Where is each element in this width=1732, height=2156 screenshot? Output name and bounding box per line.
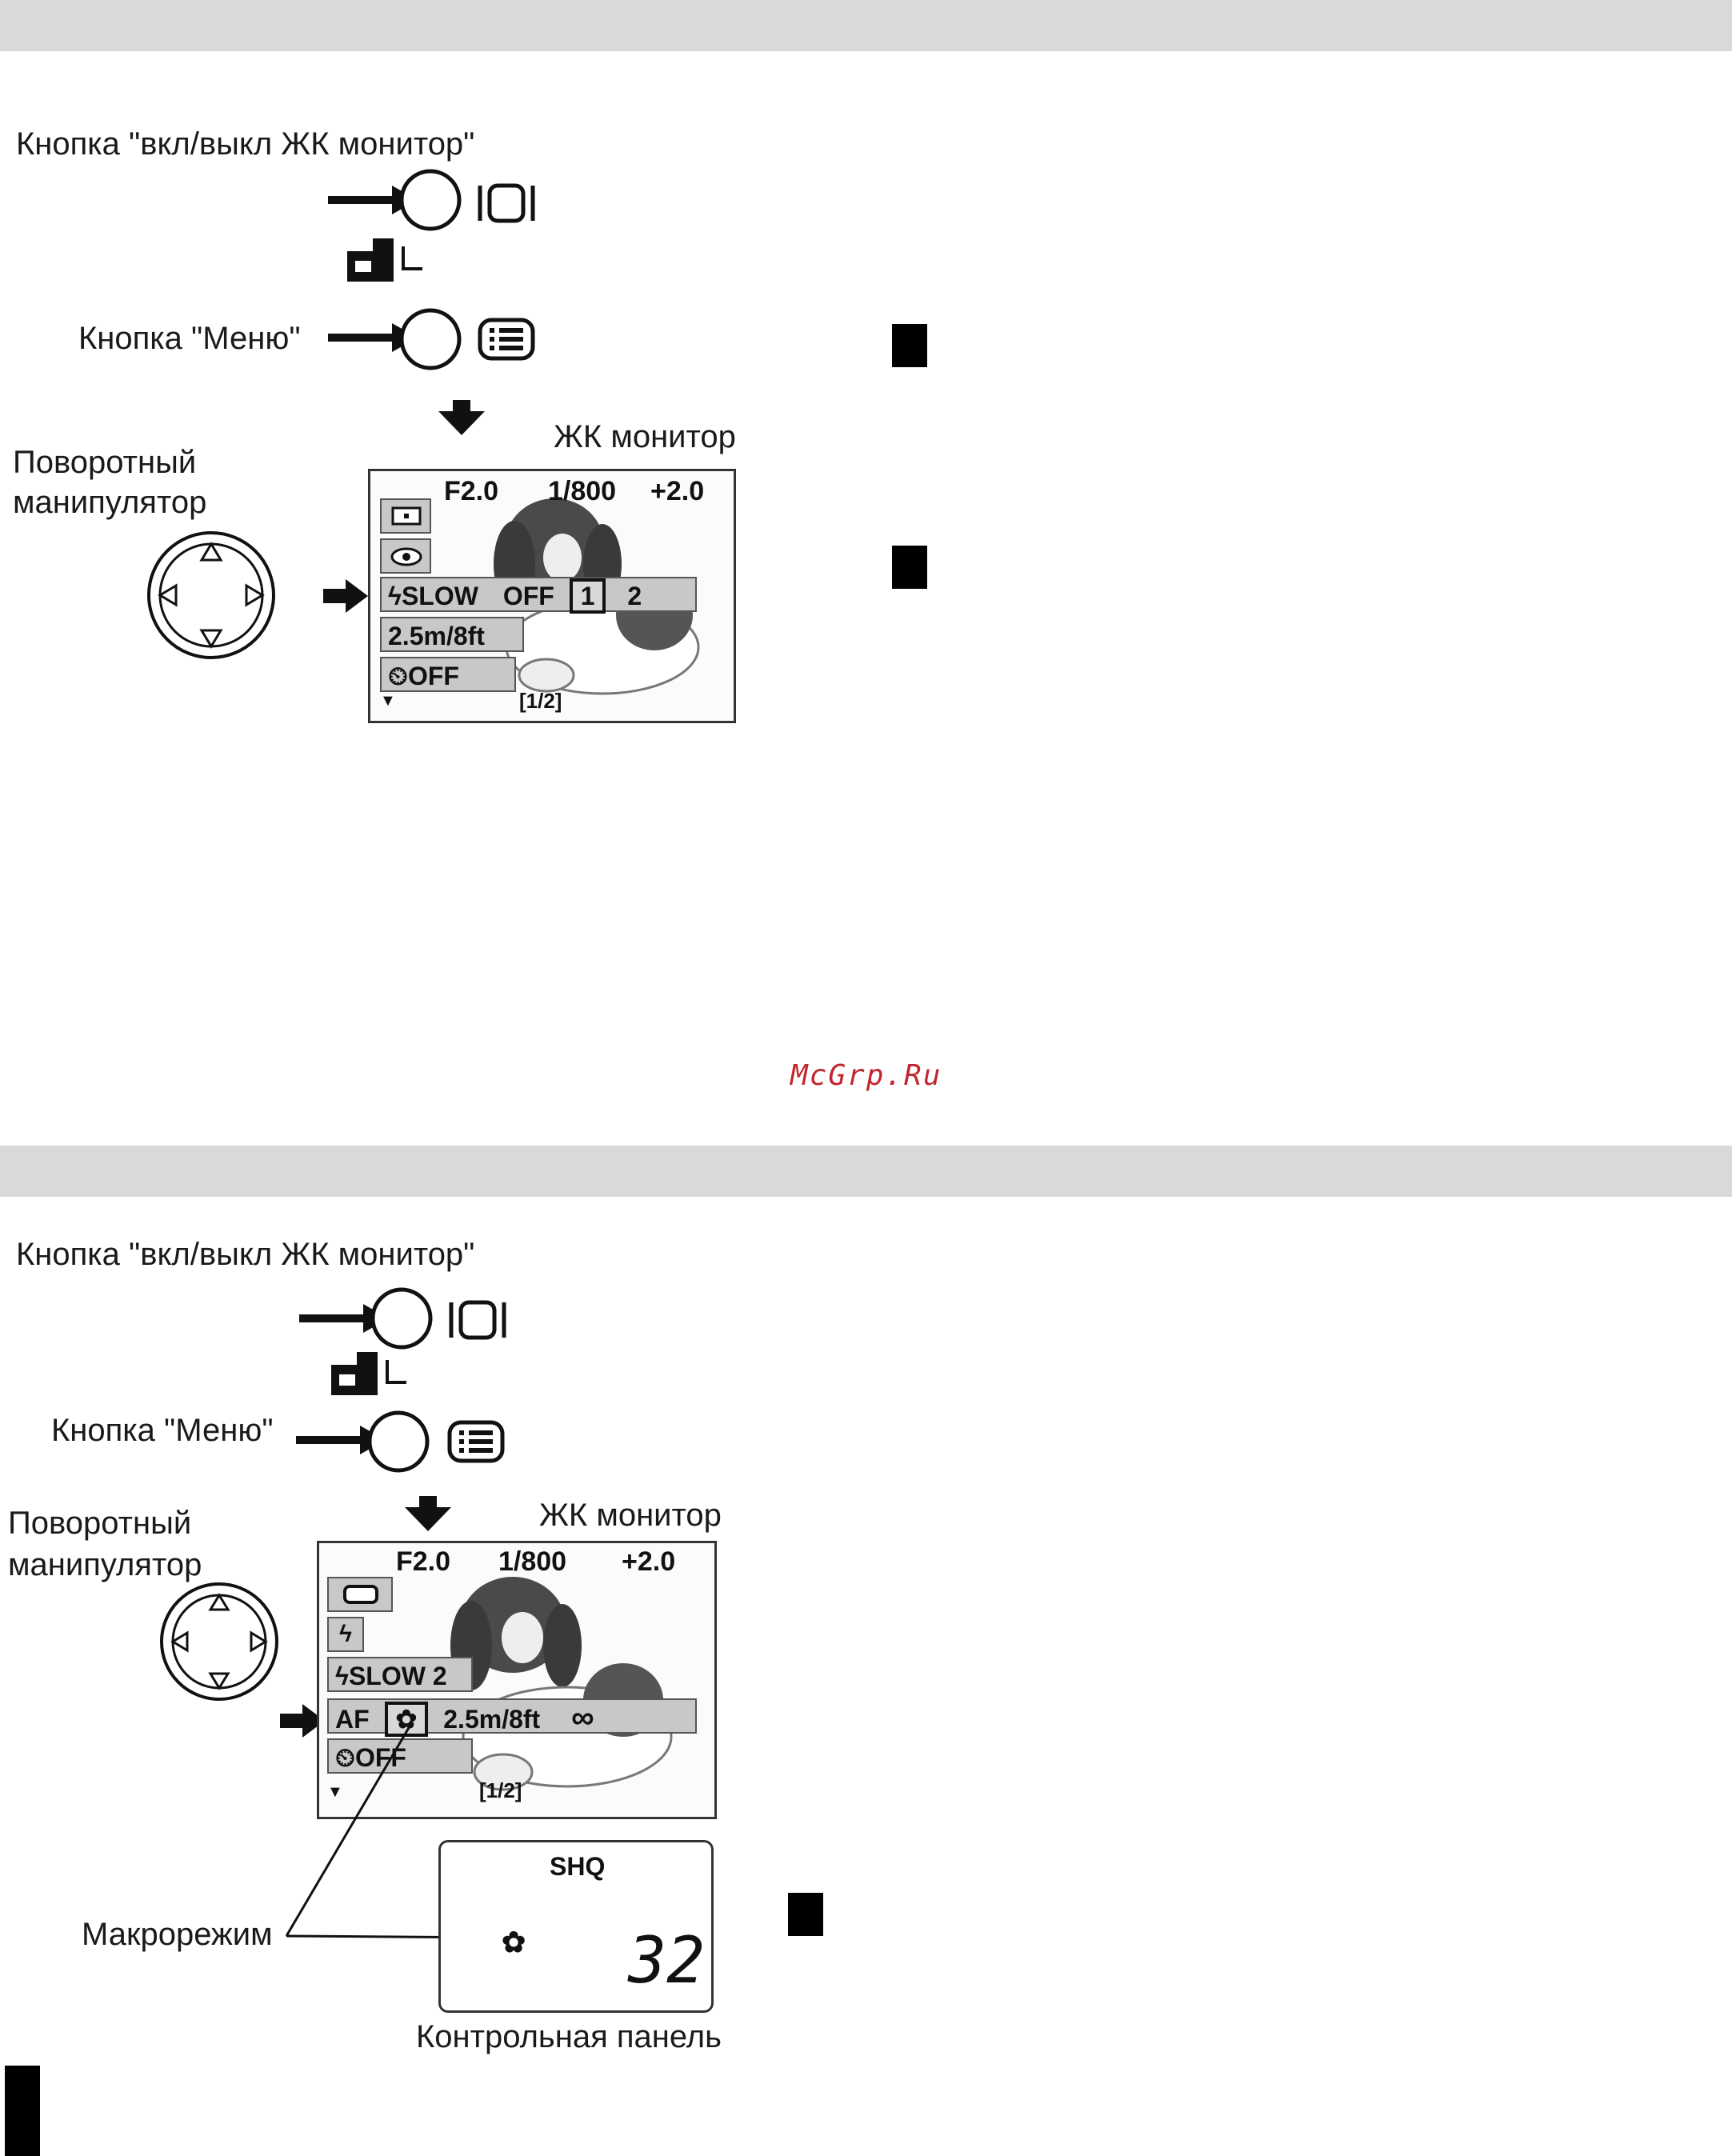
arrow-right-icon bbox=[323, 579, 368, 613]
monitor-label: ЖК монитор bbox=[539, 1498, 722, 1533]
aperture-value: F2.0 bbox=[396, 1546, 451, 1577]
scroll-down-icon: ▼ bbox=[327, 1783, 343, 1801]
bullet-marker-large bbox=[5, 2066, 40, 2156]
arrow-down-icon bbox=[405, 1496, 451, 1531]
focus-row[interactable]: AF ✿ 2.5m/8ft ∞ bbox=[327, 1698, 697, 1737]
dial-label-line1: Поворотный bbox=[13, 445, 197, 480]
lcd-toggle-button[interactable] bbox=[399, 168, 464, 232]
header-band-middle bbox=[0, 1146, 1732, 1197]
menu-button-label: Кнопка "Меню" bbox=[51, 1413, 274, 1448]
header-band-top bbox=[0, 0, 1732, 51]
menu-button-label: Кнопка "Меню" bbox=[78, 321, 301, 356]
selftimer-value: OFF bbox=[407, 662, 459, 690]
bullet-marker bbox=[892, 324, 927, 367]
eye-icon[interactable] bbox=[380, 538, 431, 574]
dial-label-line2: манипулятор bbox=[8, 1547, 202, 1582]
arrow-right-icon bbox=[280, 1704, 325, 1738]
monitor-label: ЖК монитор bbox=[554, 419, 736, 454]
monitor-icon bbox=[478, 183, 535, 223]
af-option[interactable]: AF bbox=[335, 1705, 370, 1734]
shutter-value: 1/800 bbox=[498, 1546, 567, 1577]
exposure-value: +2.0 bbox=[622, 1546, 676, 1577]
flash-option-1-selected[interactable]: 1 bbox=[569, 578, 606, 614]
control-panel-label: Контрольная панель bbox=[416, 2019, 722, 2054]
quality-value: SHQ bbox=[550, 1852, 606, 1881]
shots-remaining: 32 bbox=[628, 1923, 706, 1998]
infinity-option[interactable]: ∞ bbox=[571, 1700, 594, 1735]
selftimer-icon: ⏲ bbox=[335, 1743, 355, 1772]
menu-button[interactable] bbox=[399, 307, 464, 371]
bullet-marker bbox=[892, 546, 927, 589]
selftimer-icon: ⏲ bbox=[388, 662, 408, 690]
rotary-dial[interactable] bbox=[157, 1578, 285, 1706]
watermark: McGrp.Ru bbox=[790, 1059, 942, 1092]
flash-slow-value: SLOW 2 bbox=[348, 1662, 447, 1690]
metering-icon[interactable] bbox=[327, 1577, 393, 1612]
monitor-icon bbox=[449, 1300, 506, 1340]
rotary-dial[interactable] bbox=[144, 528, 280, 664]
metering-icon[interactable] bbox=[380, 498, 431, 534]
camera-mode-icon bbox=[331, 1352, 406, 1395]
shutter-value: 1/800 bbox=[548, 476, 617, 506]
flash-off-option[interactable]: OFF bbox=[502, 582, 554, 610]
macro-icon: ✿ bbox=[502, 1926, 526, 1958]
arrow-down-icon bbox=[438, 400, 485, 435]
distance-row[interactable]: 2.5m/8ft bbox=[380, 617, 524, 652]
page-indicator: [1/2] bbox=[519, 689, 562, 713]
dial-label-line2: манипулятор bbox=[13, 485, 207, 520]
selftimer-row[interactable]: ⏲OFF bbox=[380, 657, 516, 692]
lcd-monitor-screen: F2.0 1/800 +2.0 ϟSLOW OFF 1 2 2.5m/8ft ⏲… bbox=[368, 469, 736, 723]
flash-icon: ϟ bbox=[335, 1662, 349, 1690]
dial-label-line1: Поворотный bbox=[8, 1506, 192, 1541]
camera-mode-icon bbox=[347, 238, 422, 282]
flash-slow-row[interactable]: ϟSLOW 2 bbox=[327, 1657, 473, 1692]
flash-mode-row[interactable]: ϟSLOW OFF 1 2 bbox=[380, 577, 697, 614]
flash-option-2[interactable]: 2 bbox=[627, 582, 642, 610]
exposure-value: +2.0 bbox=[650, 476, 705, 506]
bullet-marker bbox=[788, 1893, 823, 1936]
control-panel: SHQ ✿ 32 bbox=[438, 1840, 714, 2013]
lcd-button-label: Кнопка "вкл/выкл ЖК монитор" bbox=[16, 126, 475, 162]
flash-slow-option[interactable]: SLOW bbox=[401, 582, 478, 610]
lcd-toggle-button[interactable] bbox=[370, 1286, 435, 1350]
menu-button[interactable] bbox=[367, 1410, 432, 1474]
menu-list-icon bbox=[478, 318, 535, 361]
lcd-button-label: Кнопка "вкл/выкл ЖК монитор" bbox=[16, 1237, 475, 1272]
page-indicator: [1/2] bbox=[479, 1778, 522, 1802]
distance-value[interactable]: 2.5m/8ft bbox=[443, 1705, 541, 1734]
flash-icon: ϟ bbox=[388, 582, 402, 610]
scroll-down-icon: ▼ bbox=[380, 692, 396, 710]
flash-icon[interactable]: ϟ bbox=[327, 1617, 364, 1652]
macro-label: Макрорежим bbox=[82, 1917, 273, 1952]
menu-list-icon bbox=[447, 1420, 505, 1463]
aperture-value: F2.0 bbox=[444, 476, 499, 506]
